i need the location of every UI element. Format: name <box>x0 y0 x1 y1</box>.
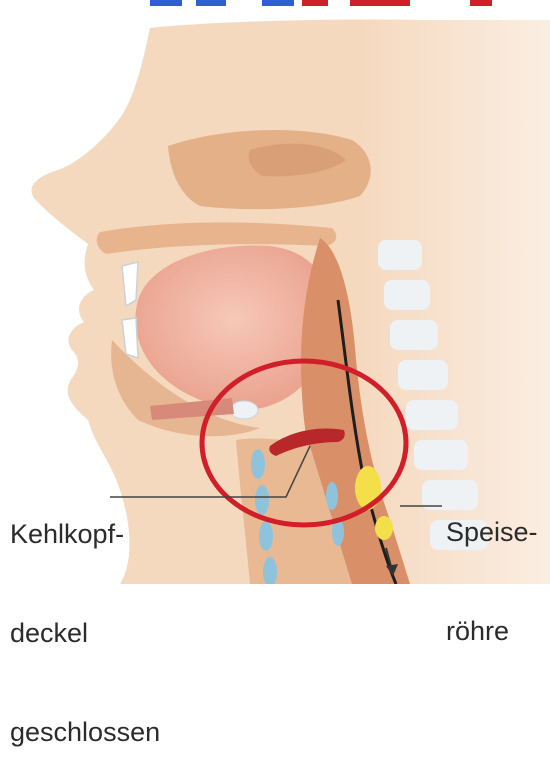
esophagus-label-line-2: röhre <box>446 615 538 648</box>
epiglottis-label: Kehlkopf- deckel geschlossen <box>10 452 160 782</box>
epiglottis-label-line-1: Kehlkopf- <box>10 518 160 551</box>
hyoid <box>230 401 258 419</box>
header-fragment <box>150 0 492 6</box>
epiglottis-label-line-2: deckel <box>10 617 160 650</box>
epiglottis-label-line-3: geschlossen <box>10 716 160 749</box>
esophagus-label-line-1: Speise- <box>446 516 538 549</box>
esophagus-label: Speise- röhre <box>446 450 538 681</box>
food-bolus-lower <box>375 516 393 540</box>
